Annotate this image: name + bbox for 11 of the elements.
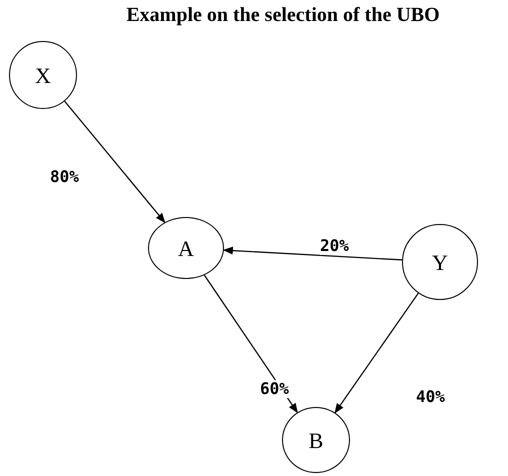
- node-circle: A: [148, 217, 224, 279]
- node-circle: X: [9, 41, 77, 109]
- arrow: [204, 274, 298, 414]
- arrow: [222, 246, 402, 260]
- arrow: [64, 100, 166, 224]
- edge-label: 20%: [320, 237, 349, 255]
- arrow: [334, 292, 419, 414]
- diagram-title: Example on the selection of the UBO: [125, 3, 441, 28]
- node-circle: Y: [402, 224, 478, 300]
- node-circle: B: [282, 407, 350, 473]
- edge-label: 60%: [260, 380, 289, 398]
